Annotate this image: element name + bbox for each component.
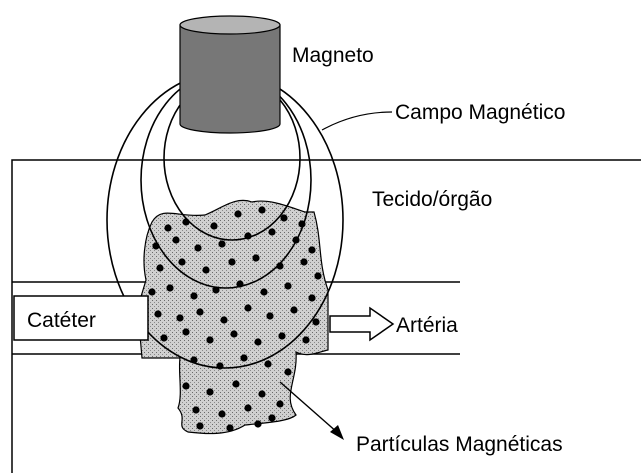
- magnetic-particle: [228, 258, 235, 265]
- magnetic-particle: [244, 404, 251, 411]
- magnetic-particle: [226, 424, 233, 431]
- magnetic-particle: [206, 388, 213, 395]
- magnetic-particle: [244, 304, 251, 311]
- magnetic-particle: [164, 224, 171, 231]
- flow-arrow-icon: [330, 308, 393, 340]
- magnetic-particle: [160, 334, 167, 341]
- magnetic-particle: [264, 360, 271, 367]
- magnetic-particle: [258, 390, 265, 397]
- magnetic-particle: [254, 338, 261, 345]
- magnetic-particle: [232, 380, 239, 387]
- magnetic-particle: [182, 382, 189, 389]
- magnetic-particle: [314, 272, 321, 279]
- magnetic-particle: [268, 414, 275, 421]
- magnetic-particle: [300, 258, 307, 265]
- particles-label: Partículas Magnéticas: [356, 433, 563, 456]
- magnet-label: Magneto: [292, 44, 374, 67]
- artery-label: Artéria: [396, 314, 458, 337]
- magnetic-particle: [240, 354, 247, 361]
- magnetic-particle: [218, 240, 225, 247]
- magnetic-particle: [206, 336, 213, 343]
- magnetic-particle: [156, 264, 163, 271]
- magnetic-particle: [210, 222, 217, 229]
- magnetic-particle: [308, 294, 315, 301]
- magnet: [180, 16, 280, 133]
- magnetic-particle: [268, 228, 275, 235]
- magnetic-particle: [176, 314, 183, 321]
- magnetic-particle: [194, 244, 201, 251]
- magnetic-particle: [220, 316, 227, 323]
- magnetic-particle: [252, 254, 259, 261]
- magnetic-particle: [234, 210, 241, 217]
- magnetic-particle: [202, 266, 209, 273]
- tissue-label: Tecido/órgão: [372, 188, 492, 211]
- magnetic-particle: [308, 246, 315, 253]
- magnetic-particle: [276, 400, 283, 407]
- magnetic-particle: [284, 282, 291, 289]
- magnetic-particle: [260, 288, 267, 295]
- catheter-label: Catéter: [27, 309, 96, 332]
- magnetic-particle: [190, 292, 197, 299]
- magnetic-particle: [266, 312, 273, 319]
- magnetic-field-label: Campo Magnético: [395, 101, 565, 124]
- magnetic-particle: [278, 332, 285, 339]
- magnetic-particle: [172, 236, 179, 243]
- magnetic-particle: [148, 288, 155, 295]
- magnetic-particle: [312, 318, 319, 325]
- magnetic-particle: [290, 306, 297, 313]
- magnetic-particle: [196, 308, 203, 315]
- magnetic-particle: [192, 406, 199, 413]
- magnetic-particle: [254, 420, 261, 427]
- magnetic-particle: [154, 310, 161, 317]
- magnetic-particle: [182, 328, 189, 335]
- magnetic-particle: [230, 330, 237, 337]
- magnetic-particle: [166, 284, 173, 291]
- magnetic-particle: [196, 422, 203, 429]
- magnetic-particle: [178, 258, 185, 265]
- field-leader-line: [322, 112, 392, 130]
- magnetic-particle: [302, 336, 309, 343]
- magnetic-particle: [258, 206, 265, 213]
- magnetic-particle: [284, 368, 291, 375]
- magnetic-particle: [218, 410, 225, 417]
